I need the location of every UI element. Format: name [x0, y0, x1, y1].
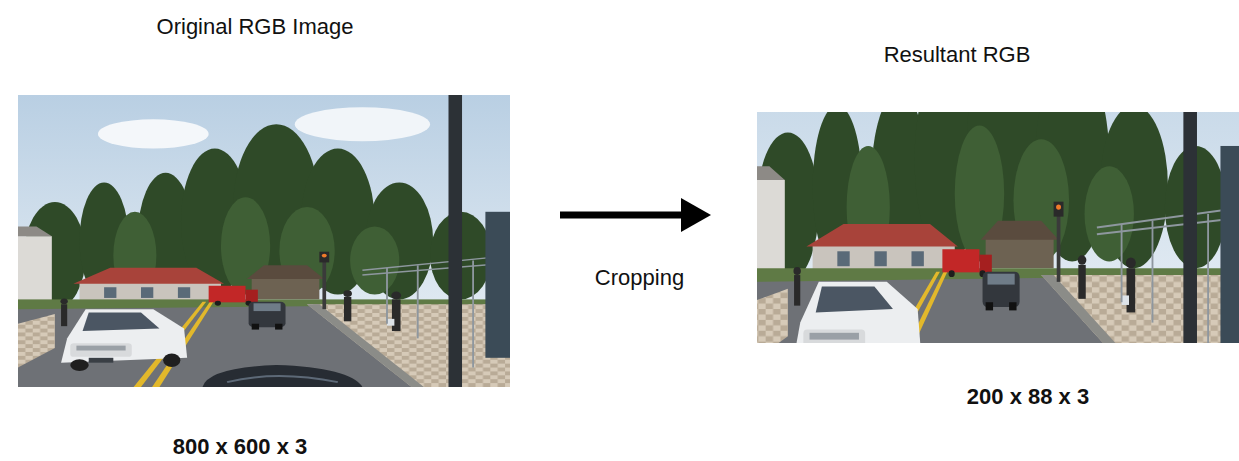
image-dimensions: 200 x 88 x 3: [967, 384, 1089, 410]
edge-label: Cropping: [595, 265, 684, 291]
image-heading: Resultant RGB: [884, 42, 1031, 68]
image-frame: Resultant RGB200 x 88 x 3: [757, 112, 1239, 343]
arrow-connector: [560, 198, 711, 232]
street-scene-image: [757, 112, 1239, 343]
image-frame: Original RGB Image800 x 600 x 3: [18, 95, 510, 387]
street-scene-image: [18, 95, 510, 387]
image-heading: Original RGB Image: [157, 14, 354, 40]
image-dimensions: 800 x 600 x 3: [173, 434, 308, 460]
